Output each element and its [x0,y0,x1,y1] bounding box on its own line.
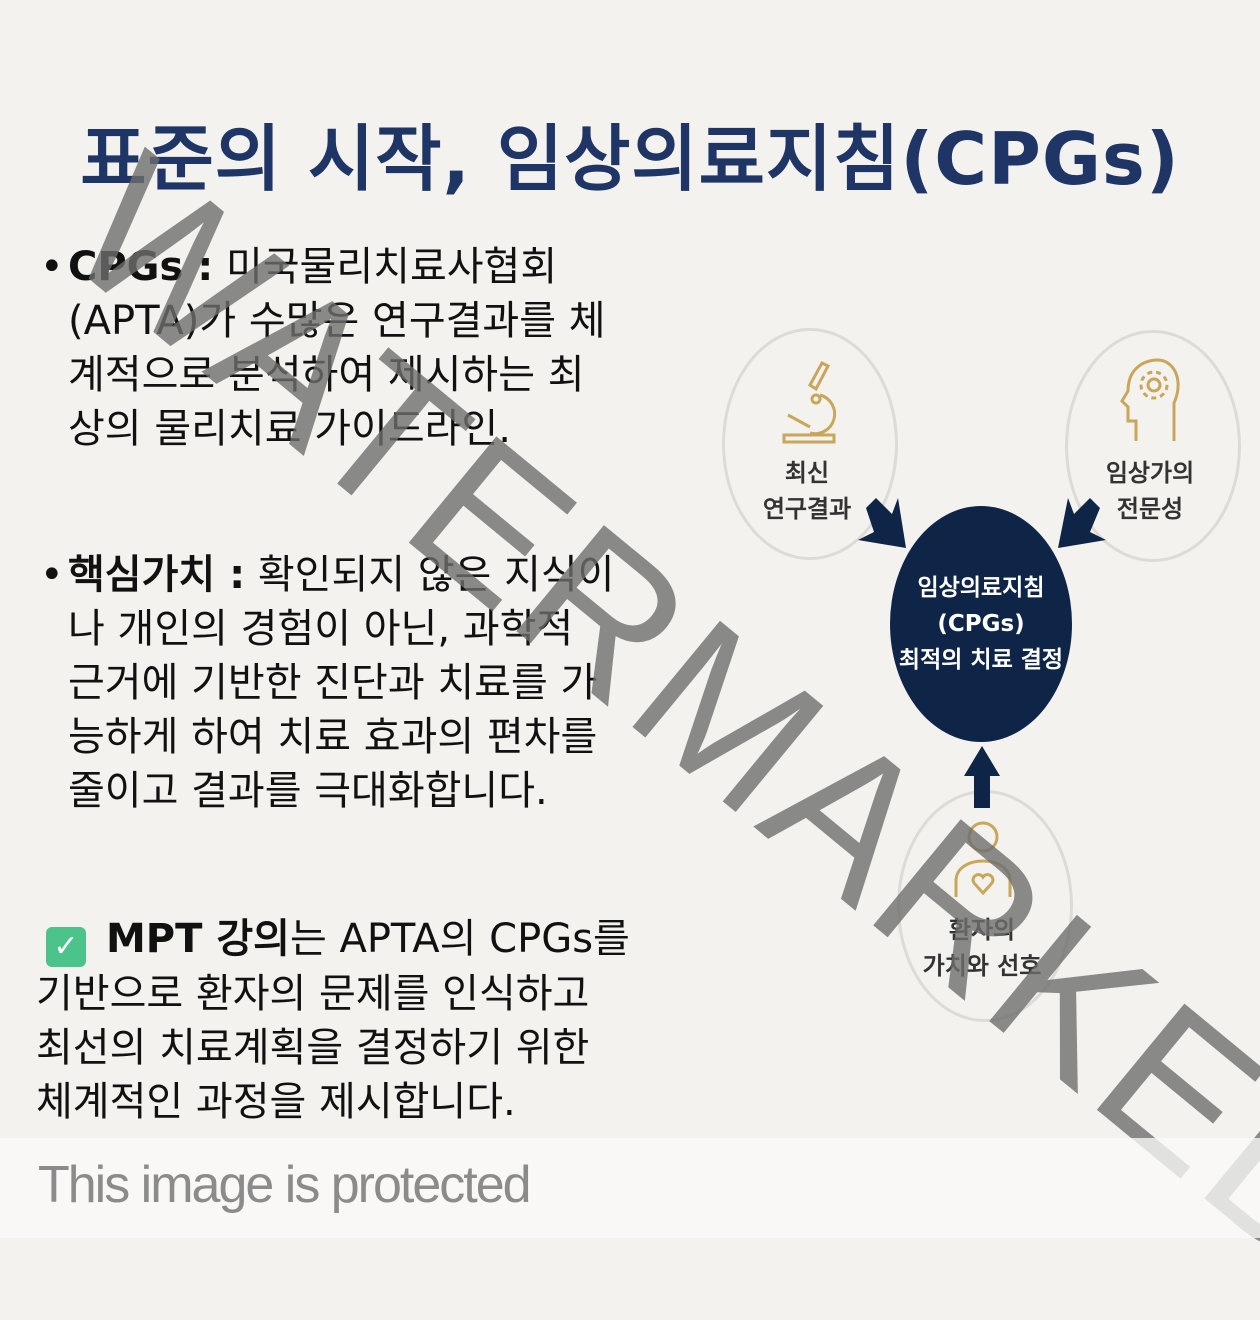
core-value: •핵심가치 : 확인되지 않은 지식이 나 개인의 경험이 아닌, 과학적 근거… [40,548,720,818]
expertise-circle [1065,330,1241,562]
term-mpt: MPT 강의 [106,916,290,962]
term-core-value: 핵심가치 : [68,552,246,598]
microscope-icon [782,361,837,444]
text-line: 근거에 기반한 진단과 치료를 가 [68,660,598,706]
cpgs-center-node: 임상의료지침(CPGs)최적의 치료 결정 [890,506,1072,742]
text-line: (APTA)가 수많은 연구결과를 체 [68,298,606,344]
protection-band [0,1138,1260,1238]
bullet: • [40,244,64,290]
text-line: 는 APTA의 CPGs를 [289,916,630,962]
mpt-lecture: ✓ MPT 강의는 APTA의 CPGs를 기반으로 환자의 문제를 인식하고 최… [36,912,716,1129]
patient-circle [897,790,1073,1022]
text-line: 상의 물리치료 가이드라인. [68,406,511,452]
head-gear-icon [1120,358,1180,441]
protected-notice: This image is protected [38,1156,532,1214]
text-line: 기반으로 환자의 문제를 인식하고 [36,971,590,1017]
arrows [858,498,1106,808]
term-cpgs: CPGs : [68,244,214,290]
arrow-research [858,498,906,548]
bullet: • [40,552,64,598]
text-line: 최선의 치료계획을 결정하기 위한 [36,1025,590,1071]
text-line: 미국물리치료사협회 [225,244,558,290]
page-title: 표준의 시작, 임상의료지침(CPGs) [80,117,1180,201]
text-line: 능하게 하여 치료 효과의 편차를 [68,714,598,760]
cpgs-definition: •CPGs : 미국물리치료사협회 (APTA)가 수많은 연구결과를 체 계적… [40,240,720,456]
text-line: 체계적인 과정을 제시합니다. [36,1079,516,1125]
text-line: 계적으로 분석하여 제시하는 최 [68,352,585,398]
arrow-patient [964,746,1000,808]
research-circle [722,328,898,560]
text-line: 나 개인의 경험이 아닌, 과학적 [68,606,574,652]
check-icon: ✓ [46,927,86,967]
text-line: 확인되지 않은 지식이 [257,552,615,598]
arrow-expertise [1058,498,1106,548]
person-heart-icon [954,821,1012,897]
text-line: 줄이고 결과를 극대화합니다. [68,768,548,814]
